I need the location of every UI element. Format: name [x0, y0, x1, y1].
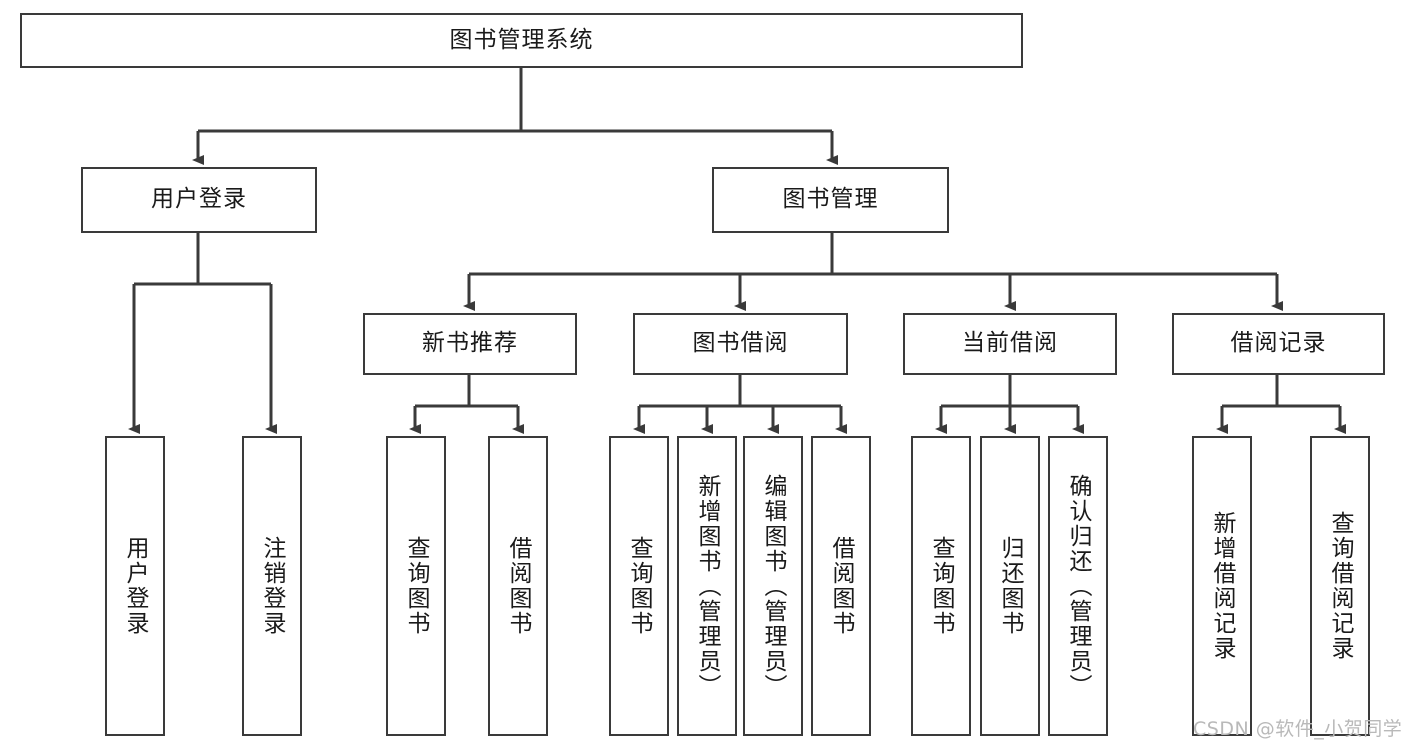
node-label: 新增图书（管理员） — [694, 473, 721, 699]
node-label: 查询图书 — [626, 536, 653, 636]
node-leaf-add-book[interactable]: 新增图书（管理员） — [677, 436, 737, 736]
node-leaf-borrow-book[interactable]: 借阅图书 — [811, 436, 871, 736]
node-label: 归还图书 — [997, 536, 1024, 636]
node-root-system[interactable]: 图书管理系统 — [20, 13, 1023, 68]
node-label: 查询图书 — [928, 536, 955, 636]
node-label: 借阅图书 — [828, 536, 855, 636]
node-leaf-query-book-borrow[interactable]: 查询图书 — [609, 436, 669, 736]
node-label: 注销登录 — [259, 536, 286, 636]
node-label: 编辑图书（管理员） — [760, 473, 787, 699]
node-borrow-record[interactable]: 借阅记录 — [1172, 313, 1385, 375]
node-current-borrow[interactable]: 当前借阅 — [903, 313, 1117, 375]
node-label: 确认归还（管理员） — [1065, 473, 1092, 699]
node-label: 新增借阅记录 — [1209, 511, 1236, 661]
node-label: 查询借阅记录 — [1327, 511, 1354, 661]
node-label: 当前借阅 — [962, 330, 1058, 357]
node-leaf-borrow-book-recommend[interactable]: 借阅图书 — [488, 436, 548, 736]
node-label: 查询图书 — [403, 536, 430, 636]
node-leaf-add-borrow-record[interactable]: 新增借阅记录 — [1192, 436, 1252, 736]
node-book-borrow[interactable]: 图书借阅 — [633, 313, 848, 375]
node-leaf-edit-book[interactable]: 编辑图书（管理员） — [743, 436, 803, 736]
node-label: 图书管理系统 — [449, 26, 594, 53]
node-leaf-query-book-recommend[interactable]: 查询图书 — [386, 436, 446, 736]
node-new-book-recommend[interactable]: 新书推荐 — [363, 313, 577, 375]
node-leaf-query-borrow-record[interactable]: 查询借阅记录 — [1310, 436, 1370, 736]
node-leaf-confirm-return[interactable]: 确认归还（管理员） — [1048, 436, 1108, 736]
csdn-watermark: CSDN @软件_小贺同学 — [1193, 718, 1403, 740]
node-book-management[interactable]: 图书管理 — [712, 167, 949, 233]
node-label: 借阅记录 — [1230, 330, 1327, 357]
node-label: 用户登录 — [122, 536, 149, 636]
node-label: 图书借阅 — [692, 330, 789, 357]
node-leaf-return-book[interactable]: 归还图书 — [980, 436, 1040, 736]
node-label: 借阅图书 — [505, 536, 532, 636]
node-label: 图书管理 — [782, 186, 879, 213]
node-label: 新书推荐 — [422, 330, 518, 357]
node-label: 用户登录 — [151, 186, 247, 213]
node-leaf-query-book-current[interactable]: 查询图书 — [911, 436, 971, 736]
node-leaf-user-login[interactable]: 用户登录 — [105, 436, 165, 736]
node-leaf-logout-login[interactable]: 注销登录 — [242, 436, 302, 736]
node-user-login[interactable]: 用户登录 — [81, 167, 317, 233]
